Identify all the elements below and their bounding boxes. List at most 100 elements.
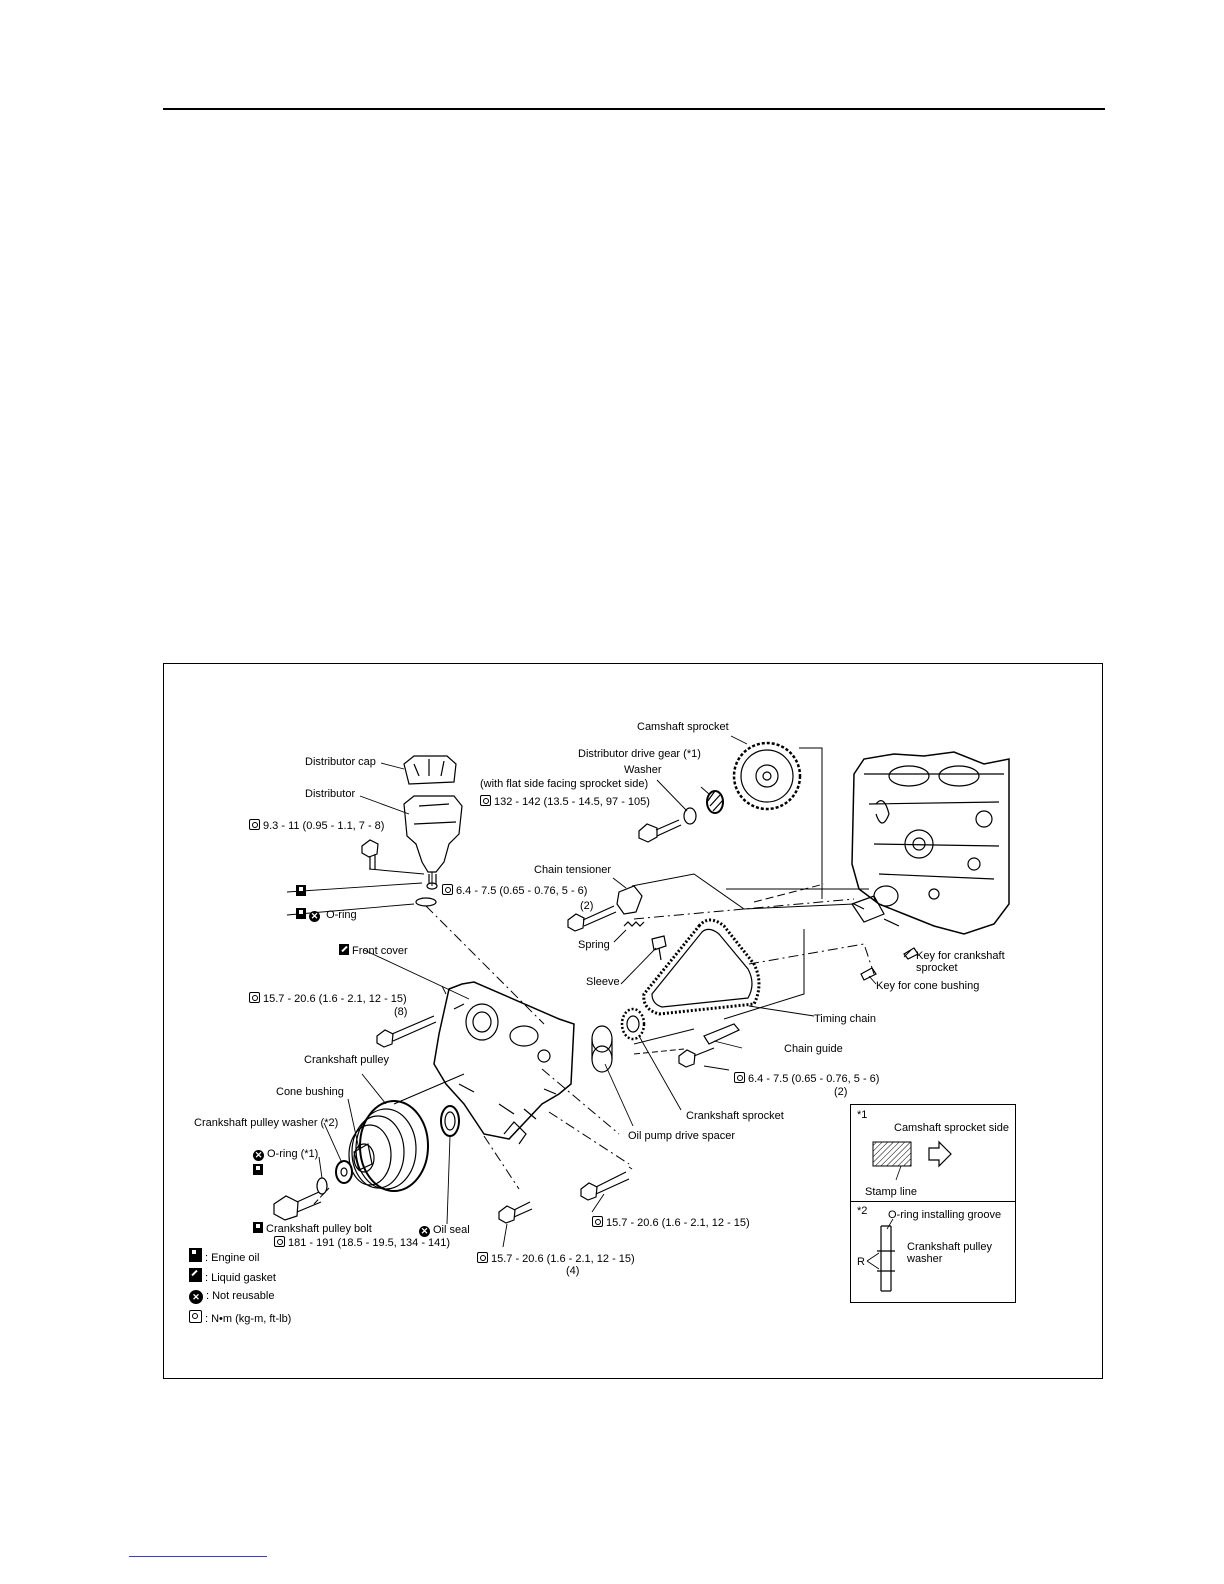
oil-pump-drive-spacer	[591, 1025, 613, 1073]
label-oil-seal: ✕Oil seal	[419, 1224, 470, 1237]
distributor-drive-gear	[706, 790, 724, 814]
assembly-lines	[313, 747, 875, 1205]
key-cone-bushing	[860, 967, 877, 981]
torque-icon	[592, 1216, 603, 1227]
inset-divider	[851, 1201, 1015, 1202]
inset2-r: R	[857, 1256, 865, 1268]
chain-guide	[678, 1023, 740, 1068]
label-torque-pulley-bolt: 181 - 191 (18.5 - 19.5, 134 - 141)	[274, 1236, 450, 1250]
label-chain-guide: Chain guide	[784, 1043, 843, 1055]
engine-oil-icon	[253, 1164, 263, 1175]
exploded-view-figure: Distributor cap Distributor 9.3 - 11 (0.…	[163, 663, 1103, 1379]
label-qty-8: (8)	[394, 1006, 408, 1018]
engine-oil-icon	[253, 1222, 263, 1233]
inset2-washer-line2: washer	[907, 1253, 943, 1265]
crankshaft-sprocket	[620, 1007, 646, 1041]
label-engine-oil-marker	[296, 885, 309, 899]
label-distributor-drive-gear: Distributor drive gear (*1)	[578, 748, 701, 760]
engine-block	[851, 751, 1010, 935]
header-rule	[163, 108, 1105, 110]
exploded-diagram	[273, 735, 1010, 1248]
label-o-ring-1: ✕O-ring (*1)	[253, 1148, 319, 1161]
torque-icon	[734, 1072, 745, 1083]
front-cover-bolt	[376, 1015, 437, 1048]
torque-icon	[249, 992, 260, 1003]
label-qty-4: (4)	[566, 1265, 580, 1277]
engine-oil-icon	[296, 885, 306, 896]
torque-icon	[442, 884, 453, 895]
label-pulley-bolt: Crankshaft pulley bolt	[253, 1222, 372, 1236]
label-distributor-cap: Distributor cap	[305, 756, 376, 768]
label-camshaft-sprocket: Camshaft sprocket	[637, 721, 729, 733]
lower-cover-bolt-middle	[498, 1201, 533, 1224]
torque-icon	[249, 819, 260, 830]
torque-icon	[477, 1252, 488, 1263]
label-timing-chain: Timing chain	[814, 1013, 876, 1025]
inset1-tag: *1	[857, 1109, 868, 1121]
footer-link-underline	[129, 1556, 267, 1557]
label-torque-lower-right: 15.7 - 20.6 (1.6 - 2.1, 12 - 15)	[592, 1216, 750, 1230]
camshaft-sprocket	[732, 741, 802, 811]
arrow-right-icon	[928, 1140, 952, 1168]
liquid-gasket-icon	[189, 1268, 202, 1282]
crankshaft-pulley-bolt	[273, 1191, 322, 1221]
label-crankshaft-sprocket: Crankshaft sprocket	[686, 1110, 784, 1122]
washer	[683, 807, 697, 825]
label-front-cover: Front cover	[339, 944, 408, 958]
label-o-ring: ✕ O-ring	[296, 908, 357, 922]
label-washer: Washer	[624, 764, 662, 776]
label-qty-2a: (2)	[580, 900, 594, 912]
legend-torque: : N•m (kg-m, ft-lb)	[189, 1310, 291, 1326]
inset1-graphic	[872, 1140, 952, 1181]
distributor-o-ring	[415, 897, 437, 907]
label-key-crankshaft: Key for crankshaft	[916, 950, 1005, 962]
label-qty-2b: (2)	[834, 1086, 848, 1098]
timing-chain	[642, 918, 761, 1016]
lower-cover-bolt-right	[580, 1171, 630, 1201]
label-torque-front-cover: 15.7 - 20.6 (1.6 - 2.1, 12 - 15)	[249, 992, 407, 1006]
engine-oil-icon	[296, 908, 306, 919]
not-reusable-icon: ✕	[419, 1226, 430, 1237]
label-spring: Spring	[578, 939, 610, 951]
inset1-camshaft-side: Camshaft sprocket side	[894, 1122, 1009, 1134]
liquid-gasket-icon	[339, 944, 349, 955]
stamp-line-block	[872, 1141, 912, 1167]
label-torque-distributor: 9.3 - 11 (0.95 - 1.1, 7 - 8)	[249, 819, 384, 833]
legend-engine-oil: : Engine oil	[189, 1248, 259, 1265]
inset1-stamp-line: Stamp line	[865, 1186, 917, 1198]
not-reusable-icon: ✕	[189, 1290, 203, 1304]
label-key-cone-bushing: Key for cone bushing	[876, 980, 980, 992]
tensioner-spring	[623, 921, 645, 927]
label-washer-note: (with flat side facing sprocket side)	[480, 778, 649, 790]
label-pulley-washer: Crankshaft pulley washer (*2)	[194, 1117, 339, 1129]
inset2-washer-line1: Crankshaft pulley	[907, 1241, 992, 1253]
label-crankshaft-pulley: Crankshaft pulley	[304, 1054, 389, 1066]
leader-lines	[286, 735, 912, 1248]
legend-liquid-gasket: : Liquid gasket	[189, 1268, 276, 1285]
distributor	[403, 795, 463, 890]
not-reusable-icon: ✕	[309, 911, 320, 922]
crankshaft-nose	[851, 895, 885, 923]
label-torque-camshaft: 132 - 142 (13.5 - 14.5, 97 - 105)	[480, 795, 650, 809]
label-cone-bushing: Cone bushing	[276, 1086, 344, 1098]
label-key-crankshaft-2: sprocket	[916, 962, 958, 974]
inset2-tag: *2	[857, 1205, 868, 1217]
label-sleeve: Sleeve	[586, 976, 620, 988]
crankshaft-pulley	[348, 1100, 429, 1192]
label-torque-lower-middle: 15.7 - 20.6 (1.6 - 2.1, 12 - 15)	[477, 1252, 635, 1266]
detail-inset: *1 Camshaft sprocket side Stamp line *2 …	[850, 1104, 1016, 1303]
inset2-graphic	[866, 1218, 895, 1292]
oil-seal	[440, 1105, 460, 1137]
torque-icon	[189, 1310, 202, 1323]
inset2-groove: O-ring installing groove	[888, 1209, 1002, 1221]
label-oil-pump-drive-spacer: Oil pump drive spacer	[628, 1130, 735, 1142]
label-o-ring-1-oil	[253, 1164, 266, 1178]
front-cover	[433, 981, 575, 1145]
crankshaft-pulley-washer	[335, 1160, 353, 1184]
torque-icon	[274, 1236, 285, 1247]
label-torque-chain-guide: 6.4 - 7.5 (0.65 - 0.76, 5 - 6)	[734, 1072, 879, 1086]
torque-icon	[480, 795, 491, 806]
label-torque-tensioner: 6.4 - 7.5 (0.65 - 0.76, 5 - 6)	[442, 884, 587, 898]
not-reusable-icon: ✕	[253, 1150, 264, 1161]
legend-not-reusable: ✕: Not reusable	[189, 1289, 274, 1304]
